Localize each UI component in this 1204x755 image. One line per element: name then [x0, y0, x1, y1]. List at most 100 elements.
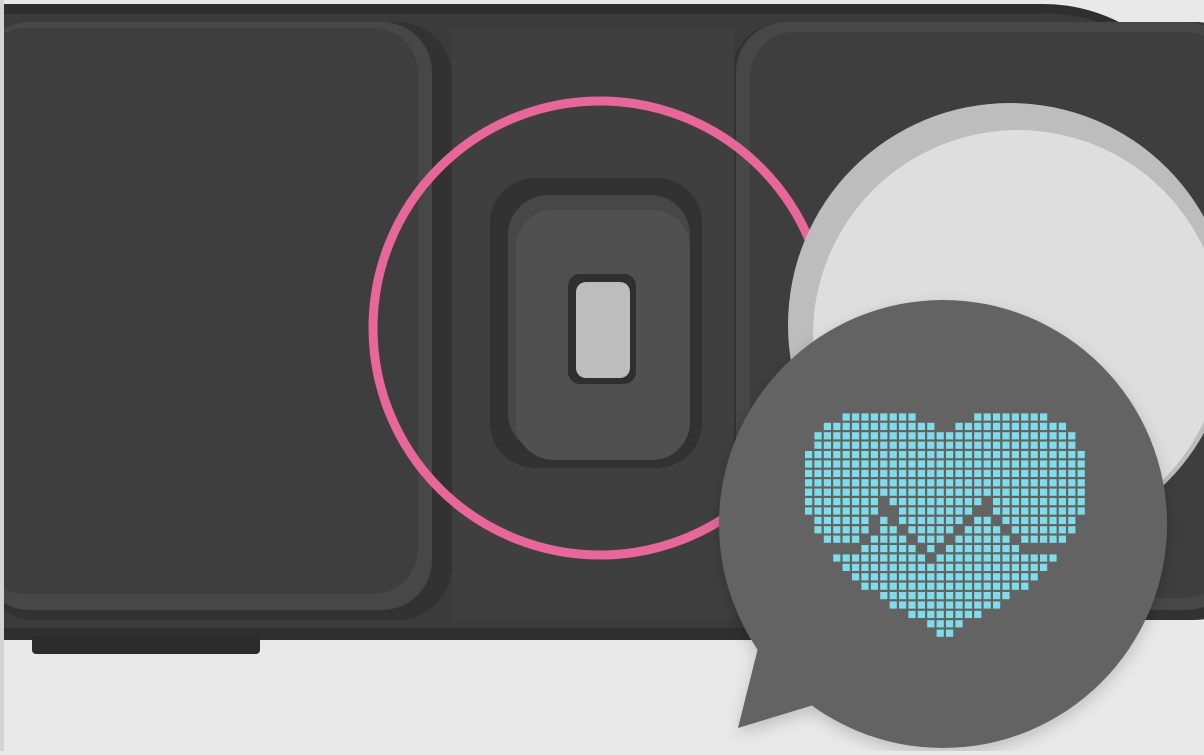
heart-pixel	[899, 554, 906, 561]
heart-pixel	[918, 554, 925, 561]
heart-pixel	[890, 479, 897, 486]
heart-pixel	[955, 573, 962, 580]
heart-pixel	[861, 573, 868, 580]
heart-pixel	[1031, 451, 1038, 458]
heart-pixel	[937, 432, 944, 439]
heart-pixel	[1012, 479, 1019, 486]
heart-pixel	[946, 442, 953, 449]
heart-pixel	[946, 601, 953, 608]
heart-pixel	[946, 451, 953, 458]
heart-pixel	[1040, 554, 1047, 561]
heart-pixel	[1049, 451, 1056, 458]
heart-pixel	[852, 573, 859, 580]
heart-pixel	[908, 442, 915, 449]
heart-pixel	[1012, 545, 1019, 552]
heart-pixel	[984, 601, 991, 608]
heart-pixel	[833, 460, 840, 467]
heart-pixel	[1059, 451, 1066, 458]
heart-pixel	[861, 460, 868, 467]
heart-pixel	[1040, 489, 1047, 496]
heart-pixel	[974, 536, 981, 543]
heart-pixel	[1002, 451, 1009, 458]
heart-pixel	[890, 451, 897, 458]
heart-pixel	[880, 423, 887, 430]
heart-pixel	[861, 498, 868, 505]
heart-pixel	[955, 470, 962, 477]
heart-pixel	[974, 451, 981, 458]
button-indicator-light	[576, 282, 630, 378]
heart-pixel	[974, 413, 981, 420]
heart-pixel	[1040, 507, 1047, 514]
center-button[interactable]	[490, 178, 702, 468]
heart-pixel	[871, 470, 878, 477]
heart-pixel	[1049, 507, 1056, 514]
heart-pixel	[984, 592, 991, 599]
heart-pixel	[908, 526, 915, 533]
heart-pixel	[918, 507, 925, 514]
heart-pixel	[965, 592, 972, 599]
heart-pixel	[1031, 498, 1038, 505]
heart-pixel	[927, 442, 934, 449]
heart-pixel	[918, 536, 925, 543]
heart-pixel	[1012, 517, 1019, 524]
heart-pixel	[880, 460, 887, 467]
heart-pixel	[1049, 460, 1056, 467]
heart-pixel	[880, 564, 887, 571]
heart-pixel	[1049, 479, 1056, 486]
heart-pixel	[955, 564, 962, 571]
heart-pixel	[918, 526, 925, 533]
heart-pixel	[993, 545, 1000, 552]
heart-pixel	[1031, 489, 1038, 496]
heart-pixel	[955, 507, 962, 514]
heart-pixel	[824, 489, 831, 496]
heart-pixel	[1021, 432, 1028, 439]
heart-pixel	[852, 507, 859, 514]
heart-pixel	[880, 442, 887, 449]
heart-pixel	[918, 498, 925, 505]
heart-pixel	[852, 479, 859, 486]
heart-pixel	[880, 432, 887, 439]
heart-pixel	[814, 432, 821, 439]
heart-pixel	[927, 526, 934, 533]
heart-pixel	[890, 583, 897, 590]
heart-pixel	[927, 545, 934, 552]
heart-pixel	[1002, 498, 1009, 505]
heart-pixel	[946, 460, 953, 467]
heart-pixel	[1068, 507, 1075, 514]
heart-pixel	[908, 470, 915, 477]
heart-pixel	[824, 507, 831, 514]
heart-pixel	[908, 489, 915, 496]
heart-pixel	[965, 536, 972, 543]
heart-pixel	[918, 470, 925, 477]
heart-pixel	[955, 423, 962, 430]
heart-pixel	[899, 592, 906, 599]
heart-pixel	[993, 601, 1000, 608]
heart-pixel	[1012, 442, 1019, 449]
heart-pixel	[1002, 573, 1009, 580]
heart-pixel	[993, 442, 1000, 449]
heart-pixel	[871, 545, 878, 552]
heart-pixel	[814, 489, 821, 496]
heart-pixel	[965, 545, 972, 552]
heart-pixel	[861, 583, 868, 590]
heart-pixel	[843, 413, 850, 420]
heart-pixel	[899, 564, 906, 571]
heart-pixel	[937, 507, 944, 514]
heart-pixel	[1021, 536, 1028, 543]
heart-pixel	[1021, 413, 1028, 420]
heart-pixel	[974, 460, 981, 467]
heart-pixel	[937, 564, 944, 571]
heart-pixel	[927, 536, 934, 543]
heart-pixel	[937, 470, 944, 477]
heart-pixel	[833, 517, 840, 524]
heart-pixel	[937, 451, 944, 458]
heart-pixel	[1068, 470, 1075, 477]
heart-pixel	[833, 451, 840, 458]
heart-pixel	[946, 470, 953, 477]
heart-pixel	[918, 479, 925, 486]
heart-pixel	[946, 507, 953, 514]
heart-pixel	[946, 611, 953, 618]
heart-pixel	[890, 526, 897, 533]
heart-pixel	[955, 592, 962, 599]
heart-pixel	[918, 442, 925, 449]
